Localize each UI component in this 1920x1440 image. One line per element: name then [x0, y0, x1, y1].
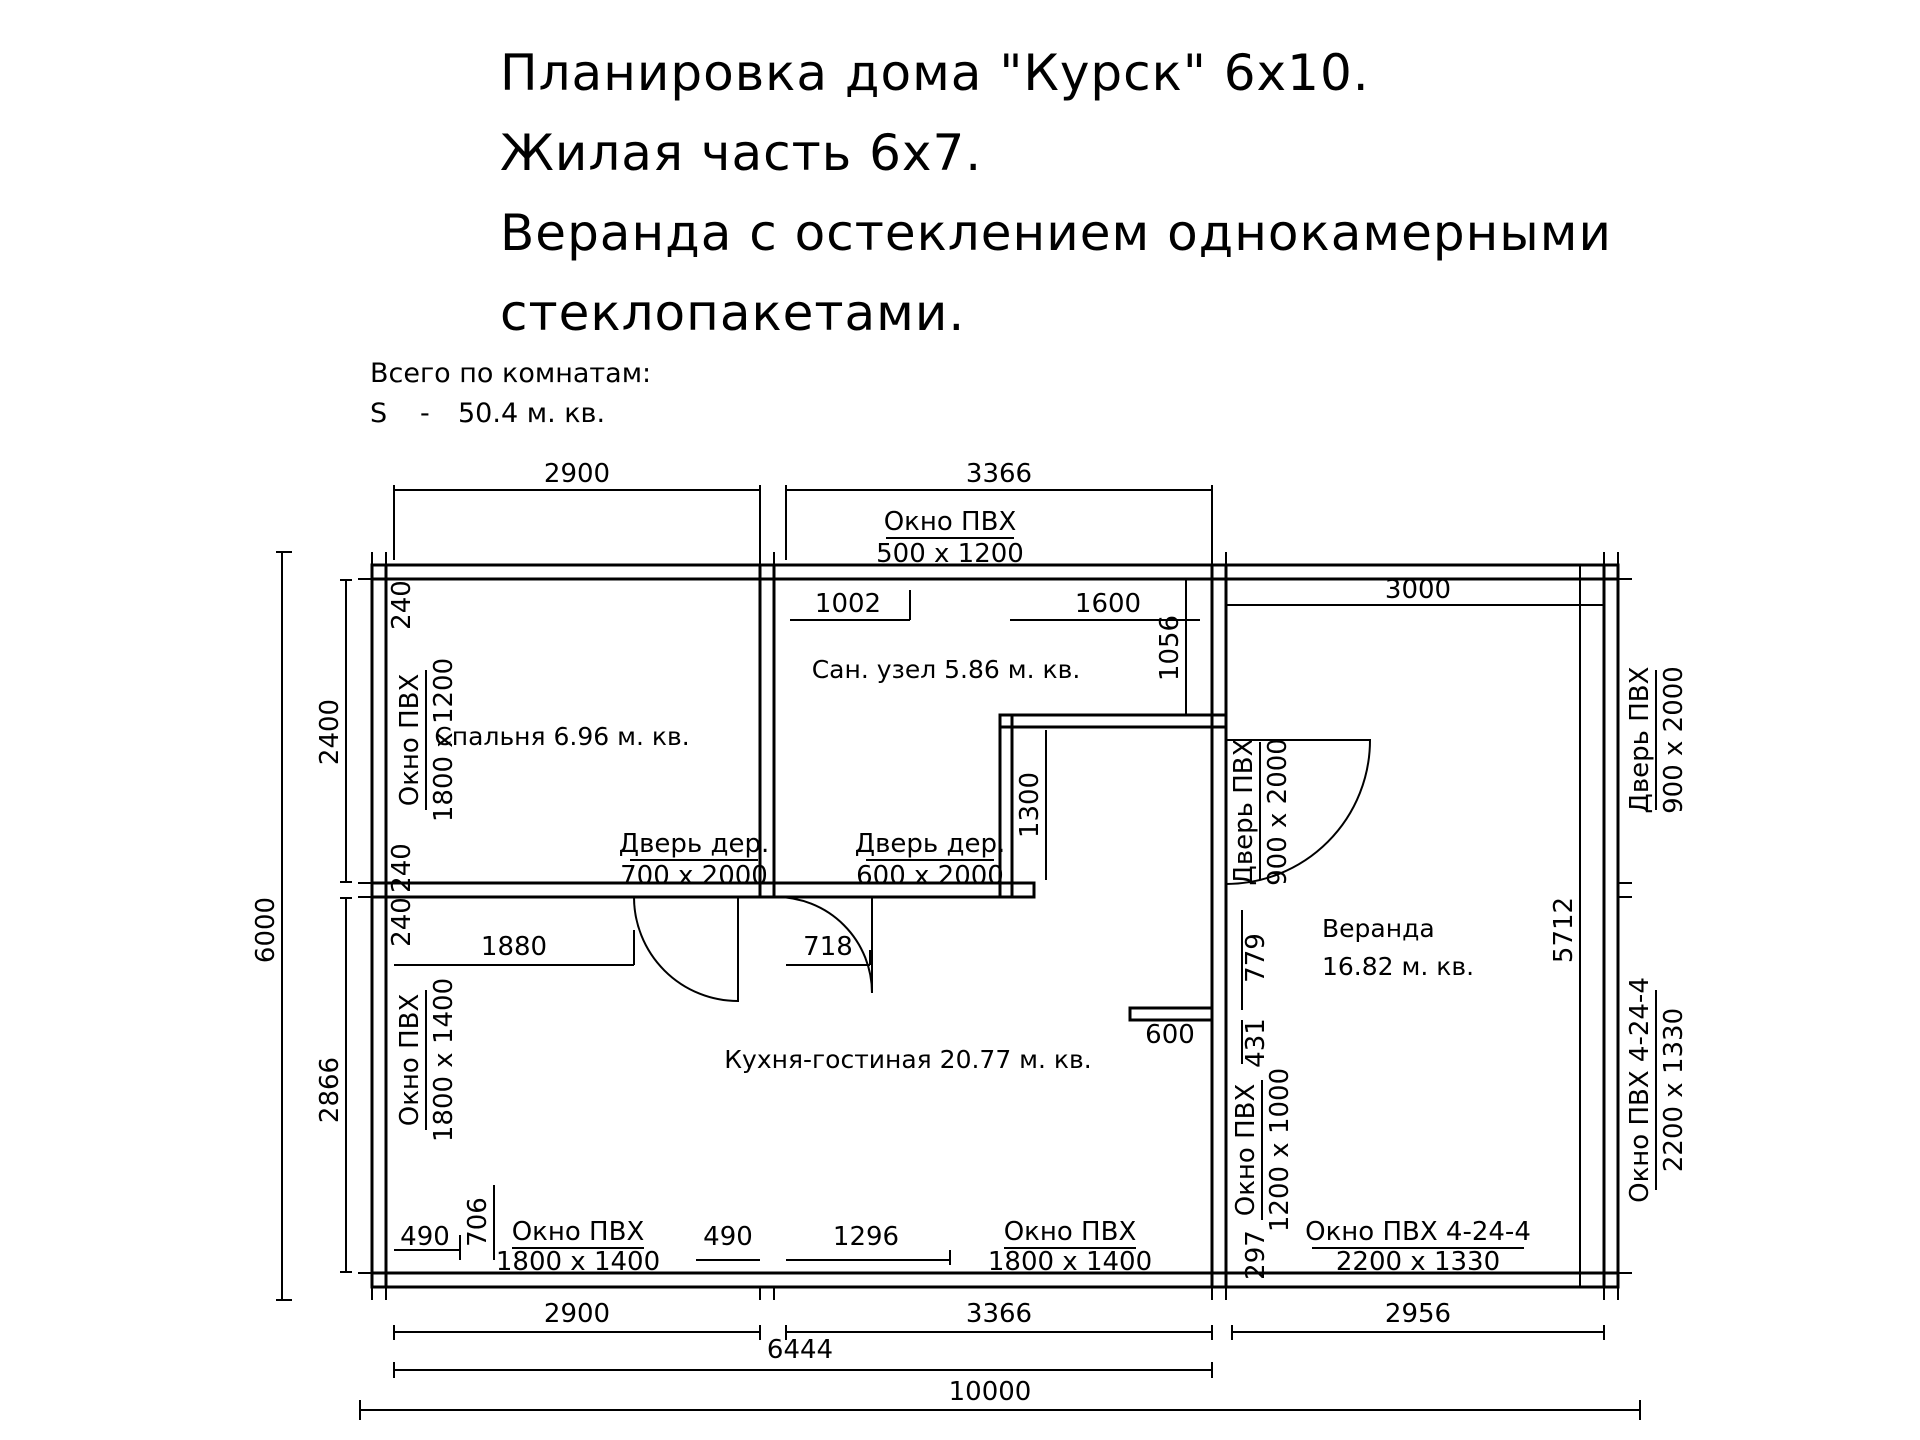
- summary-label: Всего по комнатам:: [370, 358, 652, 389]
- opening-labels: Окно ПВХ 500 x 1200 Окно ПВХ 1800 x 1200…: [395, 507, 1689, 1277]
- dim-1880: 1880: [481, 932, 547, 962]
- dim-bottom-3366: 3366: [966, 1299, 1032, 1329]
- win-bottom-mid-size: 1800 x 1400: [988, 1247, 1152, 1277]
- room-veranda-area: 16.82 м. кв.: [1322, 952, 1474, 981]
- dim-veranda-top: 3000: [1385, 575, 1451, 605]
- door-bathroom-name: Дверь дер.: [855, 829, 1005, 859]
- dim-1296: 1296: [833, 1222, 899, 1252]
- win-small-name: Окно ПВХ: [1231, 1084, 1261, 1217]
- summary-dash: -: [420, 398, 430, 429]
- dim-left-240a: 240: [387, 580, 417, 630]
- win-veranda-bottom-name: Окно ПВХ 4-24-4: [1305, 1217, 1531, 1247]
- room-labels: Спальня 6.96 м. кв. Сан. узел 5.86 м. кв…: [434, 655, 1474, 1074]
- dim-left-2866: 2866: [315, 1057, 345, 1123]
- dim-600: 600: [1145, 1020, 1195, 1050]
- dim-total-6000: 6000: [251, 897, 281, 963]
- dim-5712: 5712: [1549, 897, 1579, 963]
- win-top-size: 500 x 1200: [876, 539, 1024, 569]
- win-bottom-mid-name: Окно ПВХ: [1004, 1217, 1137, 1247]
- dim-718: 718: [803, 932, 853, 962]
- title-line-3: Веранда с остеклением однокамерными: [500, 204, 1612, 262]
- title-line-2: Жилая часть 6х7.: [500, 124, 983, 182]
- door-swing-bedroom: [633, 896, 739, 1003]
- room-bathroom: Сан. узел 5.86 м. кв.: [812, 655, 1081, 684]
- room-bedroom: Спальня 6.96 м. кв.: [434, 722, 689, 751]
- dim-431: 431: [1241, 1018, 1271, 1068]
- dim-490a: 490: [400, 1222, 450, 1252]
- room-veranda-name: Веранда: [1322, 914, 1435, 943]
- wall-living-veranda: [1210, 563, 1228, 1289]
- dim-297: 297: [1241, 1230, 1271, 1280]
- dim-706: 706: [463, 1197, 493, 1247]
- door-inner-pvc-name: Дверь ПВХ: [1229, 739, 1259, 886]
- door-outer-pvc-size: 900 x 2000: [1659, 666, 1689, 814]
- win-veranda-bottom-size: 2200 x 1330: [1336, 1247, 1500, 1277]
- dim-bottom-2900: 2900: [544, 1299, 610, 1329]
- wall-bed-kitchen: [370, 881, 1036, 899]
- win-veranda-right-size: 2200 x 1330: [1659, 1008, 1689, 1172]
- dim-490b: 490: [703, 1222, 753, 1252]
- summary-s-symbol: S: [370, 398, 388, 429]
- dim-bath-1600: 1600: [1075, 589, 1141, 619]
- wall-bath-inner: [998, 713, 1228, 729]
- win-veranda-right-name: Окно ПВХ 4-24-4: [1625, 977, 1655, 1203]
- dim-bath-1300: 1300: [1015, 772, 1045, 838]
- dim-left-2400: 2400: [315, 699, 345, 765]
- door-bedroom-size: 700 x 2000: [620, 861, 768, 891]
- wall-bath-vertical: [998, 713, 1014, 899]
- win-kitchen-left-name: Окно ПВХ: [395, 994, 425, 1127]
- dim-bottom-6444: 6444: [767, 1335, 833, 1365]
- walls: [358, 552, 1632, 1300]
- dim-left-240c: 240: [387, 897, 417, 947]
- title-line-1: Планировка дома "Курск" 6х10.: [500, 44, 1370, 102]
- door-outer-pvc-name: Дверь ПВХ: [1625, 667, 1655, 814]
- door-swing-veranda-inner: [1225, 739, 1372, 885]
- door-swings: [633, 739, 1372, 1003]
- dim-779: 779: [1241, 933, 1271, 983]
- wall-partition-600: [1128, 1006, 1214, 1022]
- title-line-4: стеклопакетами.: [500, 284, 966, 342]
- dimension-lines: [276, 485, 1641, 1420]
- win-bed-name: Окно ПВХ: [395, 674, 425, 807]
- dim-top-left: 2900: [544, 459, 610, 489]
- door-swing-bathroom: [775, 896, 873, 994]
- dim-bottom-10000: 10000: [949, 1377, 1032, 1407]
- dim-bath-1056: 1056: [1155, 615, 1185, 681]
- dimension-labels: 2900 3366 1002 1600 3000 1056 1300 2400 …: [251, 459, 1579, 1407]
- left-wall: [370, 563, 388, 1289]
- door-bathroom-size: 600 x 2000: [856, 861, 1004, 891]
- dim-bottom-2956: 2956: [1385, 1299, 1451, 1329]
- win-bed-size: 1800 x 1200: [429, 658, 459, 822]
- room-kitchen-living: Кухня-гостиная 20.77 м. кв.: [724, 1045, 1091, 1074]
- summary-value: 50.4 м. кв.: [458, 398, 606, 429]
- dim-top-mid: 3366: [966, 459, 1032, 489]
- win-top-name: Окно ПВХ: [884, 507, 1017, 537]
- win-bottom-left-size: 1800 x 1400: [496, 1247, 660, 1277]
- door-bedroom-name: Дверь дер.: [619, 829, 769, 859]
- dim-bath-1002: 1002: [815, 589, 881, 619]
- right-wall: [1602, 563, 1620, 1289]
- win-kitchen-left-size: 1800 x 1400: [429, 978, 459, 1142]
- door-inner-pvc-size: 900 x 2000: [1263, 738, 1293, 886]
- dim-left-240b: 240: [387, 843, 417, 893]
- win-bottom-left-name: Окно ПВХ: [512, 1217, 645, 1247]
- win-small-size: 1200 x 1000: [1265, 1068, 1295, 1232]
